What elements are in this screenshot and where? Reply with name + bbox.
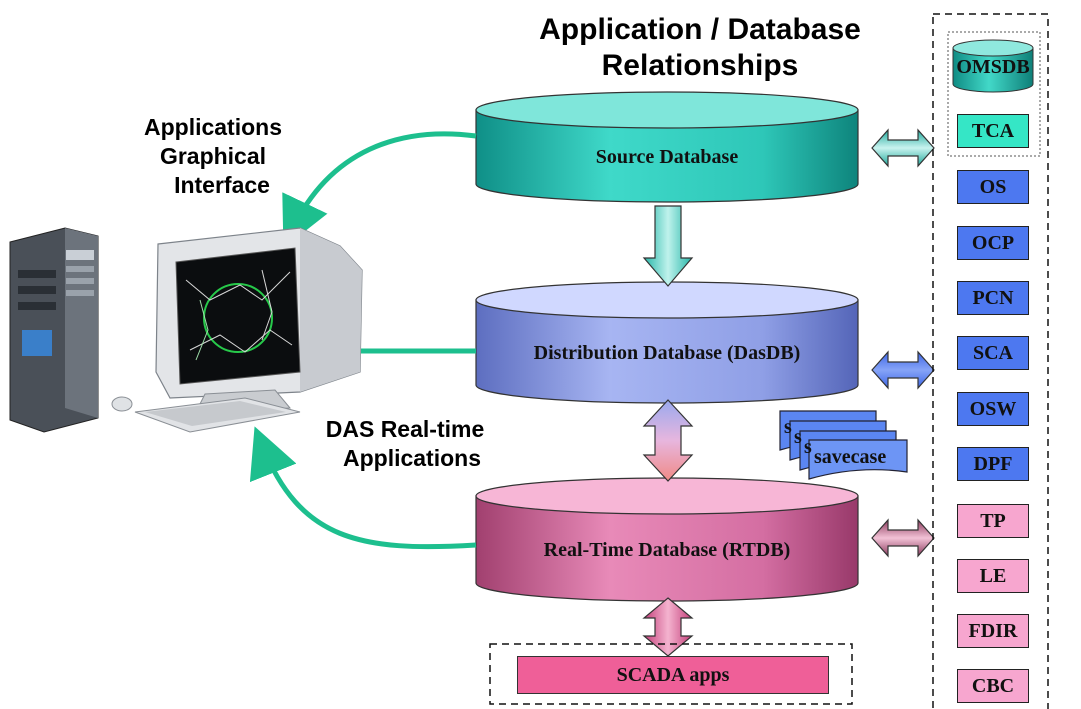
- module-tca: TCA: [957, 114, 1029, 148]
- das-caption-line-2: Applications: [342, 445, 481, 471]
- distribution-database-label: Distribution Database (DasDB): [533, 342, 801, 364]
- omsdb-tca-group-box: [947, 31, 1041, 157]
- desktop-workstation-icon: [9, 227, 363, 433]
- source-database-label: Source Database: [595, 146, 739, 168]
- module-os: OS: [957, 170, 1029, 204]
- module-tp: TP: [957, 504, 1029, 538]
- source-database-cylinder: [475, 91, 859, 203]
- source-modules-double-arrow: [871, 128, 935, 168]
- savecase-stub-1: s: [784, 416, 792, 438]
- scada-apps-box: SCADA apps: [517, 656, 829, 694]
- savecase-stack: [779, 410, 908, 480]
- module-sca: SCA: [957, 336, 1029, 370]
- module-pcn: PCN: [957, 281, 1029, 315]
- omsdb-cylinder-icon: [952, 39, 1034, 93]
- module-ocp: OCP: [957, 226, 1029, 260]
- distribution-modules-double-arrow: [871, 350, 935, 390]
- title-line-2: Relationships: [601, 49, 799, 82]
- gui-caption: Applications Graphical Interface: [118, 113, 308, 200]
- savecase-label: savecase: [814, 446, 887, 468]
- distribution-database-cylinder: [475, 281, 859, 404]
- module-osw: OSW: [957, 392, 1029, 426]
- realtime-database-label: Real-Time Database (RTDB): [543, 539, 791, 561]
- gui-caption-line-3: Interface: [174, 172, 270, 198]
- scada-dashed-box: [489, 643, 853, 705]
- module-dpf: DPF: [957, 447, 1029, 481]
- module-cbc: CBC: [957, 669, 1029, 703]
- source-to-distribution-arrow: [642, 205, 694, 287]
- diagram-title: Application / Database Relationships: [470, 12, 930, 84]
- realtime-to-gui-arrow: [249, 426, 477, 550]
- realtime-database-cylinder: [475, 477, 859, 602]
- das-caption-line-1: DAS Real-time: [325, 416, 485, 442]
- savecase-stub-2: s: [794, 426, 802, 448]
- distribution-realtime-double-arrow: [642, 399, 694, 482]
- module-le: LE: [957, 559, 1029, 593]
- realtime-modules-double-arrow: [871, 518, 935, 558]
- realtime-scada-double-arrow: [642, 597, 694, 657]
- source-to-gui-arrow: [282, 131, 477, 249]
- module-fdir: FDIR: [957, 614, 1029, 648]
- gui-caption-line-1: Applications: [143, 114, 282, 140]
- omsdb-label: OMSDB: [956, 56, 1030, 78]
- title-line-1: Application / Database: [539, 13, 861, 46]
- savecase-stub-3: s: [804, 436, 812, 458]
- das-caption: DAS Real-time Applications: [300, 415, 510, 473]
- gui-caption-line-2: Graphical: [159, 143, 267, 169]
